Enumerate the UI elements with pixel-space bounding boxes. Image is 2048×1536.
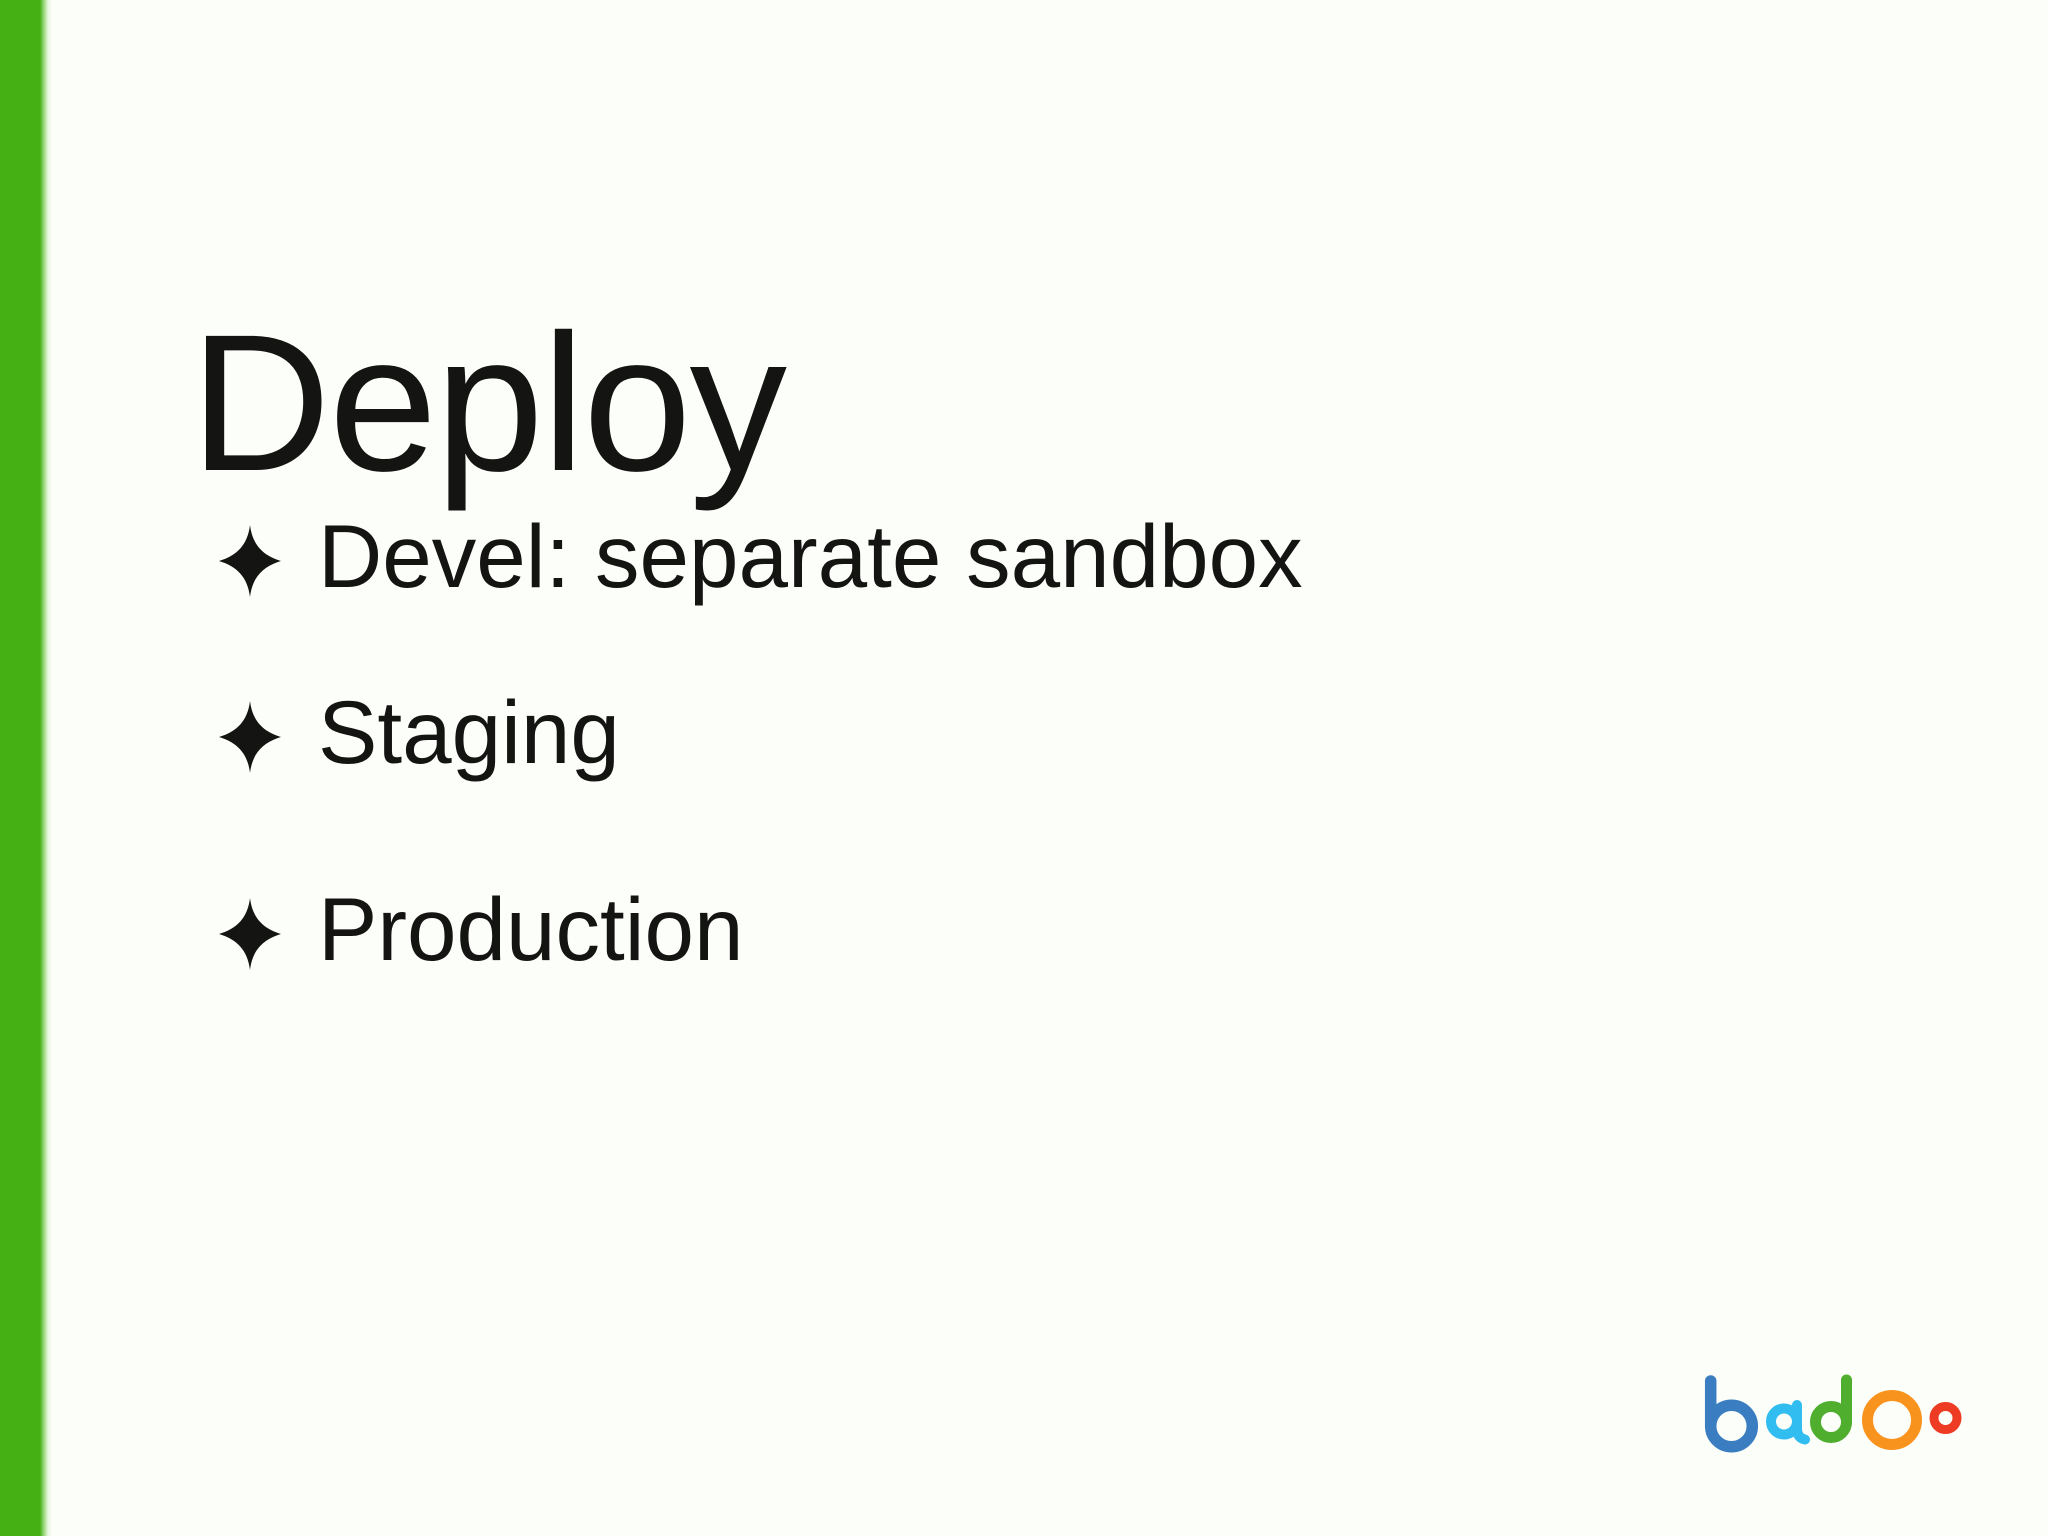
logo-bigO-dot [1873, 1412, 1888, 1427]
sparkle-bullet-icon [219, 898, 281, 970]
logo-bigO-ring [1862, 1390, 1922, 1450]
accent-bar [0, 0, 52, 1536]
bullet-item-staging: Staging [219, 688, 620, 777]
bullet-label: Devel: separate sandbox [318, 506, 1303, 606]
page-title: Deploy [190, 293, 787, 512]
logo-letter-o [1929, 1402, 1962, 1434]
logo-letter-a [1766, 1400, 1810, 1445]
bullet-label: Staging [318, 682, 620, 782]
bullet-label: Production [318, 879, 744, 979]
logo-b-bowl [1704, 1399, 1759, 1453]
sparkle-shape [219, 525, 281, 597]
badoo-logo [1704, 1374, 1962, 1453]
bullet-item-devel: Devel: separate sandbox [219, 512, 1303, 601]
bullet-item-production: Production [219, 885, 744, 974]
logo-o-ring [1929, 1402, 1962, 1434]
sparkle-shape [219, 898, 281, 970]
logo-letter-b [1704, 1375, 1759, 1453]
sparkle-bullet-icon [219, 701, 281, 773]
sparkle-bullet-icon [219, 525, 281, 597]
logo-letter-d [1810, 1374, 1852, 1443]
logo-letter-bigO [1862, 1390, 1922, 1450]
sparkle-shape [219, 701, 281, 773]
logo-a-stem [1792, 1400, 1810, 1445]
